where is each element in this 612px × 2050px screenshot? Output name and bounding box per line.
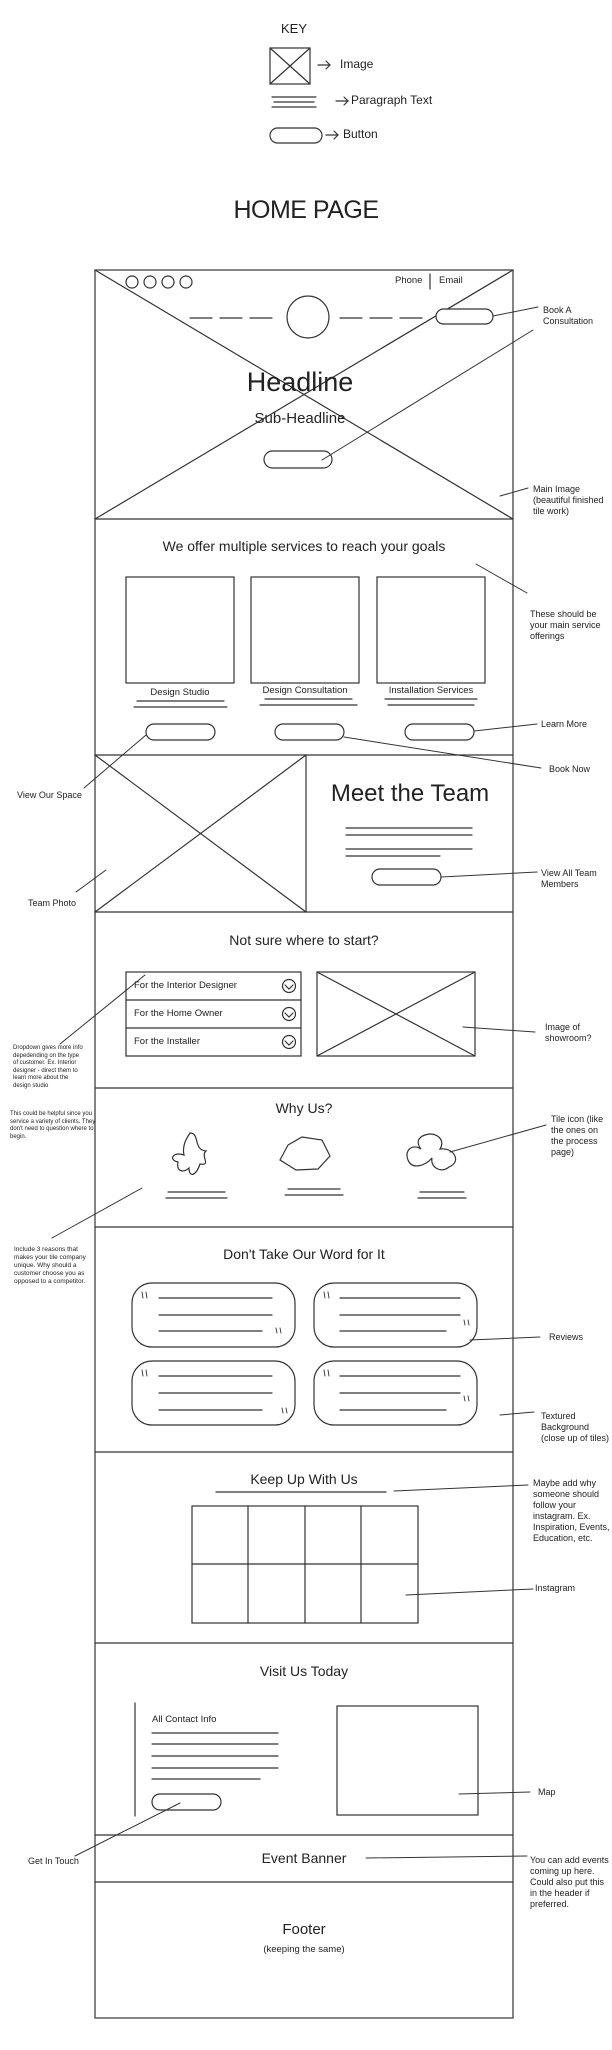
service-button-2 — [274, 723, 345, 741]
service-image-1 — [125, 576, 235, 684]
logo-circle — [286, 295, 330, 339]
note-dropdown-2: This could be helpful since you service … — [10, 1111, 96, 1140]
footer-subtitle: (keeping the same) — [263, 1944, 345, 1955]
team-photo-placeholder — [94, 754, 307, 913]
service-image-3 — [376, 576, 486, 684]
phone-link[interactable]: Phone — [395, 275, 423, 286]
note-map: Map — [538, 1787, 556, 1797]
note-events: You can add events coming up here. Could… — [530, 1855, 609, 1909]
dropdown-box — [125, 971, 302, 1057]
chevron-down-icon — [281, 978, 297, 1050]
hero-headline: Headline — [246, 367, 354, 397]
dropdown-home-owner[interactable]: For the Home Owner — [134, 1008, 223, 1019]
section-dividers — [94, 518, 514, 1883]
note-reviews: Reviews — [549, 1332, 584, 1342]
contact-label: All Contact Info — [152, 1714, 217, 1725]
map-placeholder — [336, 1705, 479, 1816]
start-title: Not sure where to start? — [229, 932, 379, 948]
note-service-offerings: These should be your main service offeri… — [530, 609, 601, 641]
get-in-touch-button — [151, 1793, 222, 1811]
page-title: HOME PAGE — [233, 196, 379, 224]
service-label-2: Design Consultation — [262, 685, 348, 696]
reviews-title: Don't Take Our Word for It — [223, 1246, 385, 1262]
dropdown-installer[interactable]: For the Installer — [134, 1036, 200, 1047]
service-image-2 — [250, 576, 360, 684]
footer-title: Footer — [282, 1921, 326, 1938]
note-book-now: Book Now — [549, 764, 591, 774]
service-label-1: Design Studio — [150, 687, 210, 698]
note-view-space: View Our Space — [17, 790, 82, 800]
note-main-image: Main Image (beautiful finished tile work… — [533, 484, 604, 516]
social-circles — [125, 275, 193, 289]
key-image-symbol — [269, 47, 311, 85]
quote-marks — [141, 1291, 470, 1414]
annotation-leaders — [51, 306, 547, 1859]
service-paragraph-lines — [133, 698, 478, 708]
tile-icon-2 — [279, 1136, 331, 1171]
note-learn-more: Learn More — [541, 719, 588, 729]
note-textured-bg: Textured Background (close up of tiles) — [541, 1411, 610, 1443]
page-frame — [94, 269, 514, 2019]
service-button-3 — [404, 723, 475, 741]
team-paragraph-lines — [345, 827, 473, 857]
tile-icon-3 — [406, 1133, 457, 1171]
note-view-team: View All Team Members — [541, 868, 597, 889]
team-title: Meet the Team — [330, 780, 490, 807]
note-dropdown: Dropdown gives more info depedending on … — [13, 1045, 83, 1089]
dropdown-interior-designer[interactable]: For the Interior Designer — [134, 980, 237, 991]
key-button-label: Button — [343, 127, 378, 141]
note-reasons: Include 3 reasons that makes your tile c… — [14, 1246, 86, 1285]
event-banner: Event Banner — [261, 1850, 347, 1866]
showroom-image-placeholder — [316, 971, 476, 1057]
why-us-paragraph-lines — [165, 1188, 467, 1199]
why-title: Why Us? — [275, 1100, 333, 1116]
hero-cta-button — [263, 450, 333, 469]
key-paragraph-label: Paragraph Text — [351, 93, 433, 107]
key-paragraph-symbol — [271, 96, 317, 108]
instagram-title: Keep Up With Us — [250, 1471, 358, 1487]
contact-paragraph-lines — [151, 1732, 279, 1780]
service-button-1 — [145, 723, 216, 741]
note-showroom: Image of showroom? — [545, 1022, 592, 1043]
note-get-in-touch: Get In Touch — [28, 1856, 79, 1866]
service-label-3: Installation Services — [388, 685, 474, 696]
key-arrows — [317, 60, 349, 140]
review-card — [131, 1360, 296, 1426]
note-instagram: Instagram — [535, 1583, 576, 1593]
note-book-consultation: Book A Consultation — [543, 305, 594, 326]
key-title: KEY — [281, 21, 308, 36]
view-team-button — [371, 868, 442, 886]
note-tile-icon: Tile icon (like the ones on the process … — [551, 1114, 604, 1157]
review-card — [313, 1360, 478, 1426]
book-consultation-button — [435, 308, 494, 325]
review-card — [313, 1282, 478, 1348]
hero-subheadline: Sub-Headline — [254, 410, 346, 427]
email-link[interactable]: Email — [439, 275, 463, 286]
key-image-label: Image — [340, 57, 374, 71]
services-title: We offer multiple services to reach your… — [162, 538, 446, 554]
note-instagram-why: Maybe add why someone should follow your… — [533, 1478, 610, 1543]
tile-icon-1 — [172, 1132, 208, 1175]
review-card — [131, 1282, 296, 1348]
note-team-photo: Team Photo — [28, 898, 77, 908]
instagram-grid — [191, 1505, 419, 1624]
key-button-symbol — [269, 127, 323, 144]
visit-title: Visit Us Today — [259, 1663, 349, 1679]
